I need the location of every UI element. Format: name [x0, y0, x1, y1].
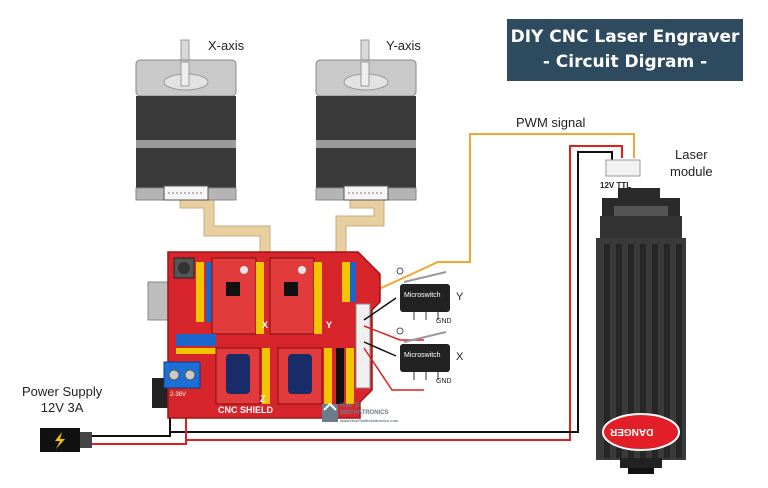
- power-supply-label: Power Supply 12V 3A: [22, 384, 102, 416]
- watermark-line2: MECHATRONICS: [340, 410, 389, 416]
- x-switch-axis-label: X: [456, 351, 464, 363]
- watermark-line1: How To: [340, 403, 362, 409]
- x-axis-label: X-axis: [208, 38, 245, 53]
- laser-module: [596, 159, 686, 474]
- laser-red-wire: [186, 145, 623, 441]
- laser-black-wire: [170, 151, 613, 433]
- y-switch-text: Microswitch: [404, 292, 441, 299]
- shield-y-label: Y: [326, 320, 333, 330]
- diagram-title: DIY CNC Laser Engraver: [510, 27, 740, 47]
- power-label-line2: 12V 3A: [40, 400, 84, 415]
- x-switch-gnd-label: GND: [436, 378, 452, 385]
- y-limit-microswitch: [363, 267, 450, 341]
- pwm-signal-label: PWM signal: [516, 115, 586, 130]
- laser-danger-label: DANGER: [610, 426, 654, 437]
- watermark-line3: www.HowToMechatronics.com: [340, 418, 399, 423]
- y-axis-label: Y-axis: [386, 38, 421, 53]
- x-axis-stepper-motor: [135, 39, 237, 201]
- power-label-line1: Power Supply: [22, 384, 103, 399]
- laser-module-label: Laser module: [670, 146, 713, 180]
- y-switch-axis-label: Y: [456, 291, 464, 303]
- y-axis-stepper-motor: [315, 39, 417, 201]
- laser-label-line1: Laser: [675, 147, 708, 162]
- lightning-bolt-icon: [55, 432, 65, 449]
- shield-x-label: X: [262, 320, 269, 330]
- diagram-title-box: DIY CNC Laser Engraver - Circuit Digram …: [507, 19, 743, 81]
- shield-voltage-label: 2-36V: [170, 392, 187, 398]
- watermark-text: How To MECHATRONICS www.HowToMechatronic…: [340, 403, 398, 424]
- laser-connector-label: 12V TTL: [600, 181, 632, 190]
- x-limit-microswitch: [363, 327, 450, 391]
- shield-z-label: Z: [260, 394, 266, 404]
- y-switch-gnd-label: GND: [436, 318, 452, 325]
- laser-label-line2: module: [670, 164, 713, 179]
- shield-name-label: CNC SHIELD: [218, 405, 274, 415]
- pwm-signal-wire: [354, 133, 635, 301]
- watermark-logo: [322, 402, 338, 422]
- cnc-shield-board: [163, 251, 381, 419]
- x-switch-text: Microswitch: [404, 352, 441, 359]
- power-supply-connector: [40, 428, 92, 452]
- arduino-usb-port: [147, 281, 171, 321]
- diagram-subtitle: - Circuit Digram -: [542, 52, 708, 72]
